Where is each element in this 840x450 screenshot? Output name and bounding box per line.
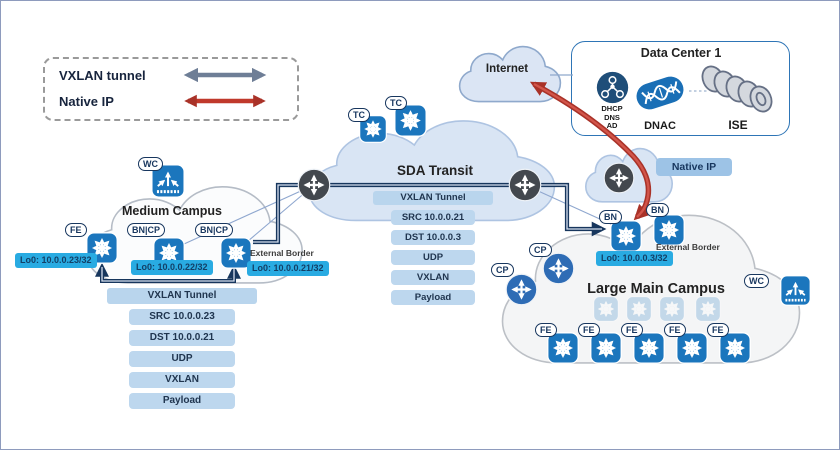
- ghost-switch-icon: [593, 296, 619, 322]
- large-fe-switch-icon: [719, 332, 751, 364]
- legend-box: VXLAN tunnel Native IP: [43, 57, 299, 121]
- loopback-label-external-border: Lo0: 10.0.0.21/32: [247, 261, 329, 276]
- sda-table-header: VXLAN Tunnel: [373, 191, 493, 205]
- table-row-payload: Payload: [391, 290, 475, 305]
- vxlan-tunnel-arrow-icon: [183, 68, 267, 82]
- table-row-src: SRC 10.0.0.23: [129, 309, 235, 325]
- cp-router-icon: [542, 252, 575, 285]
- large-fe-switch-icon: [676, 332, 708, 364]
- native-ip-tag: Native IP: [656, 158, 732, 176]
- ad-label: AD: [606, 121, 618, 130]
- medium-campus-title: Medium Campus: [121, 204, 222, 218]
- native-ip-arrow-icon: [184, 94, 266, 108]
- large-external-border-label: External Border: [656, 242, 720, 252]
- ise-icon: [701, 65, 773, 113]
- bn-cp-badge: BN|CP: [195, 223, 234, 237]
- dnac-icon: [636, 76, 684, 110]
- dnac-label: DNAC: [644, 120, 676, 132]
- tc-badge: TC: [348, 108, 370, 122]
- fe-badge: FE: [578, 323, 600, 337]
- table-row-udp: UDP: [129, 351, 235, 367]
- large-fe-switch-icon: [633, 332, 665, 364]
- loopback-label-bn: Lo0: 10.0.0.3/32: [596, 251, 673, 266]
- fe-badge: FE: [535, 323, 557, 337]
- large-fe-switch-icon: [590, 332, 622, 364]
- large-fe-switch-icon: [547, 332, 579, 364]
- ghost-switch-icon: [695, 296, 721, 322]
- table-row-dst: DST 10.0.0.21: [129, 330, 235, 346]
- internet-cloud: [454, 45, 566, 109]
- table-row-dst: DST 10.0.0.3: [391, 230, 475, 245]
- fe-badge: FE: [664, 323, 686, 337]
- ise-label: ISE: [728, 118, 748, 132]
- fe-badge: FE: [621, 323, 643, 337]
- large-bn-switch-icon: [610, 220, 642, 252]
- dc-services-label: DHCP DNS AD: [591, 104, 633, 131]
- transit-router-left-icon: [297, 168, 331, 202]
- table-row-src: SRC 10.0.0.21: [391, 210, 475, 225]
- table-row-vxlan: VXLAN: [129, 372, 235, 388]
- internet-title: Internet: [485, 63, 529, 75]
- fe-badge: FE: [65, 223, 87, 237]
- bn-cp-badge: BN|CP: [127, 223, 166, 237]
- cp-badge: CP: [491, 263, 514, 277]
- cp-badge: CP: [529, 243, 552, 257]
- legend-row-vxlan: VXLAN tunnel: [59, 67, 273, 83]
- table-row-payload: Payload: [129, 393, 235, 409]
- loopback-label-fe: Lo0: 10.0.0.23/32: [15, 253, 97, 268]
- fusion-router-icon: [603, 162, 635, 194]
- table-row-vxlan: VXLAN: [391, 270, 475, 285]
- table-row-udp: UDP: [391, 250, 475, 265]
- legend-native-label: Native IP: [59, 93, 114, 109]
- fe-badge: FE: [707, 323, 729, 337]
- wc-badge: WC: [138, 157, 163, 171]
- medium-table-header: VXLAN Tunnel: [107, 288, 257, 304]
- large-main-campus-title: Large Main Campus: [587, 281, 725, 297]
- bn-badge: BN: [646, 203, 669, 217]
- sda-vxlan-tunnel-table: VXLAN Tunnel SRC 10.0.0.21 DST 10.0.0.3 …: [373, 191, 493, 305]
- medium-external-border-label: External Border: [250, 248, 314, 258]
- ghost-switch-icon: [626, 296, 652, 322]
- medium-vxlan-tunnel-table: VXLAN Tunnel SRC 10.0.0.23 DST 10.0.0.21…: [107, 288, 257, 409]
- dhcp-dns-ad-icon: [596, 71, 629, 104]
- bn-badge: BN: [599, 210, 622, 224]
- wc-badge: WC: [744, 274, 769, 288]
- large-wlc-icon: [780, 275, 811, 306]
- legend-row-native: Native IP: [59, 93, 273, 109]
- transit-router-right-icon: [508, 168, 542, 202]
- legend-vxlan-label: VXLAN tunnel: [59, 67, 146, 83]
- cp-router-icon: [505, 273, 538, 306]
- loopback-label-bncp: Lo0: 10.0.0.22/32: [131, 260, 213, 275]
- data-center-title: Data Center 1: [640, 46, 722, 60]
- ghost-switch-icon: [659, 296, 685, 322]
- tc-badge: TC: [385, 96, 407, 110]
- sda-transit-title: SDA Transit: [396, 163, 474, 178]
